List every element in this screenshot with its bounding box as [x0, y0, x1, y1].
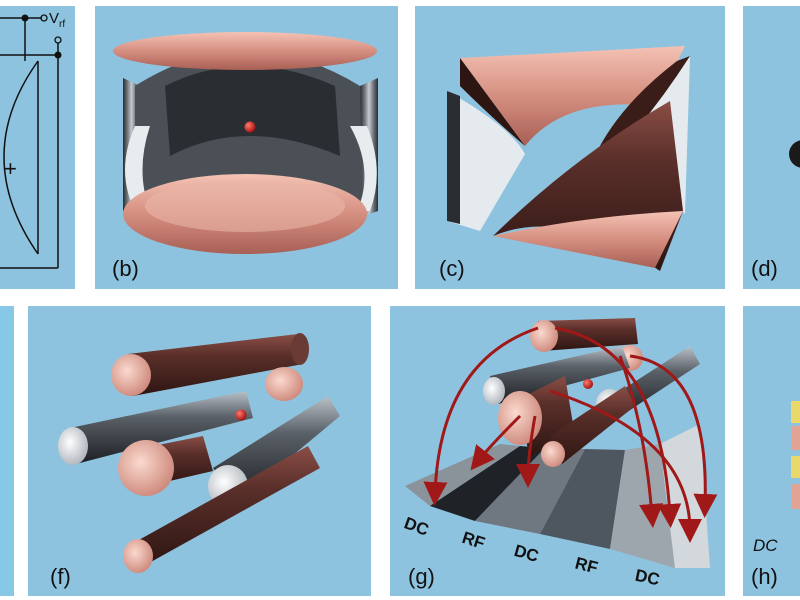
electrode-label: DC — [753, 536, 778, 555]
panel-label-g: (g) — [408, 564, 435, 589]
panel-label-b: (b) — [112, 256, 139, 281]
rod-trap-illustration — [58, 333, 340, 573]
surface-trap-illustration — [405, 318, 718, 568]
plus-sign: + — [4, 156, 17, 181]
panel-d: (d) — [743, 6, 800, 289]
panel-f: (f) — [28, 306, 371, 596]
panel-e — [0, 306, 14, 596]
panel-b: (b) — [95, 6, 398, 289]
ion — [235, 409, 247, 421]
panel-g: DC RF DC RF DC (g) — [390, 306, 725, 596]
panel-a: Vrf + — [0, 6, 75, 289]
blade-trap-illustration — [447, 46, 690, 271]
panel-label-f: (f) — [50, 564, 71, 589]
paul-trap-3d-illustration — [113, 32, 378, 254]
panel-h: DC (h) — [743, 306, 800, 596]
ion — [244, 121, 256, 133]
panel-label-h: (h) — [751, 564, 778, 589]
panel-c: (c) — [415, 6, 725, 289]
circuit-diagram — [0, 14, 62, 269]
ion — [583, 379, 593, 389]
panel-label-d: (d) — [751, 256, 778, 281]
panel-label-c: (c) — [439, 256, 465, 281]
vrf-label: Vrf — [49, 10, 66, 30]
